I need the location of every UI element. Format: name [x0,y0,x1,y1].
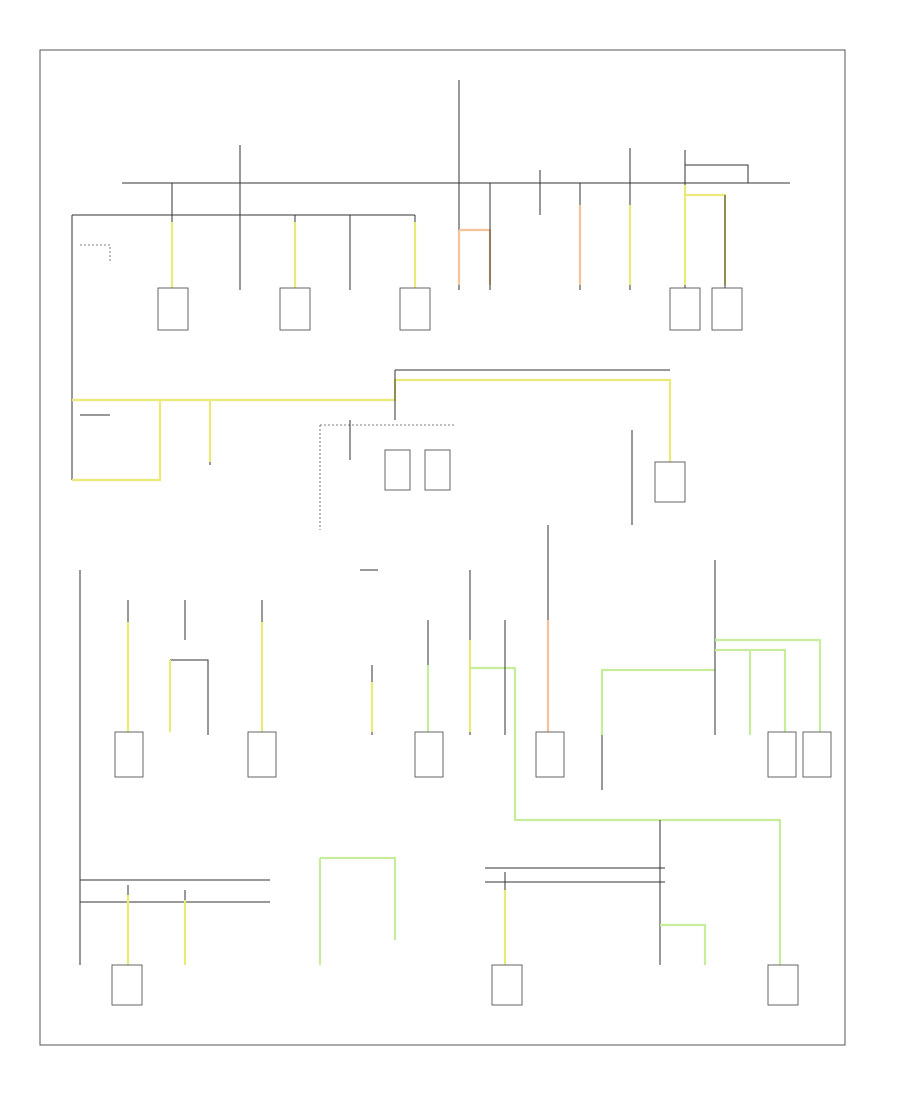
bottom-section [80,820,799,1006]
component-box [414,731,444,778]
component-box [767,731,797,778]
component-box [114,731,144,778]
component-box [279,287,311,331]
component-box [399,287,431,331]
diagram-frame [39,49,846,1046]
component-box [711,287,743,331]
component-box [767,964,799,1006]
component-box [111,964,143,1006]
middle-section [72,369,686,530]
component-box [654,461,686,503]
component-box [157,287,189,331]
lower-section [79,525,832,965]
component-box [535,731,565,778]
component-box [491,964,523,1006]
component-box [424,449,451,491]
component-box [247,731,277,778]
component-box [384,449,411,491]
top-bus-section [71,80,790,480]
component-box [669,287,701,331]
component-box [802,731,832,778]
